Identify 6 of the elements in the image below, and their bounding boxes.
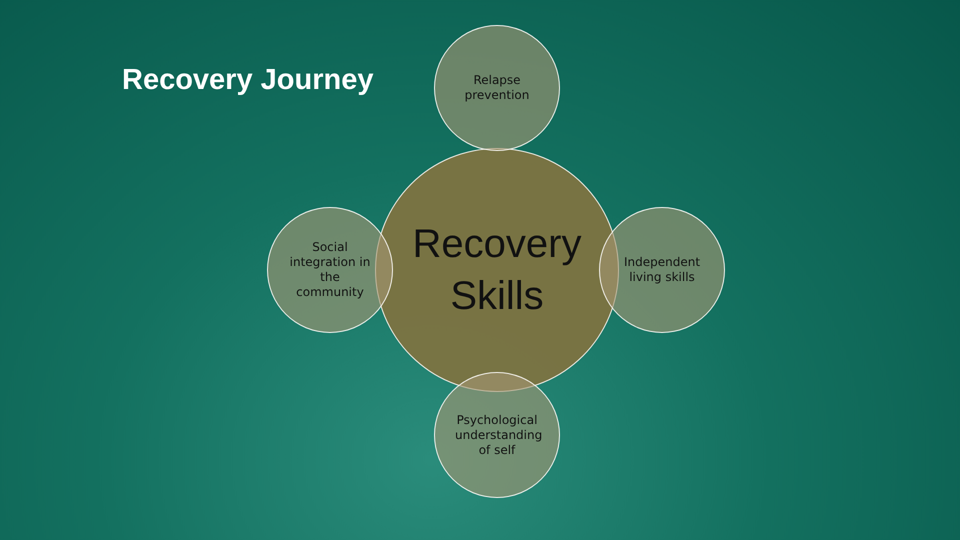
topic-label: Relapse prevention xyxy=(464,73,530,103)
topic-label: Social integration in the community xyxy=(288,240,372,300)
topic-label: Independent living skills xyxy=(622,255,702,285)
slide-title: Recovery Journey xyxy=(122,64,374,97)
hub-title: Recovery Skills xyxy=(412,221,582,320)
topic-label: Psychological understanding of self xyxy=(455,412,539,458)
